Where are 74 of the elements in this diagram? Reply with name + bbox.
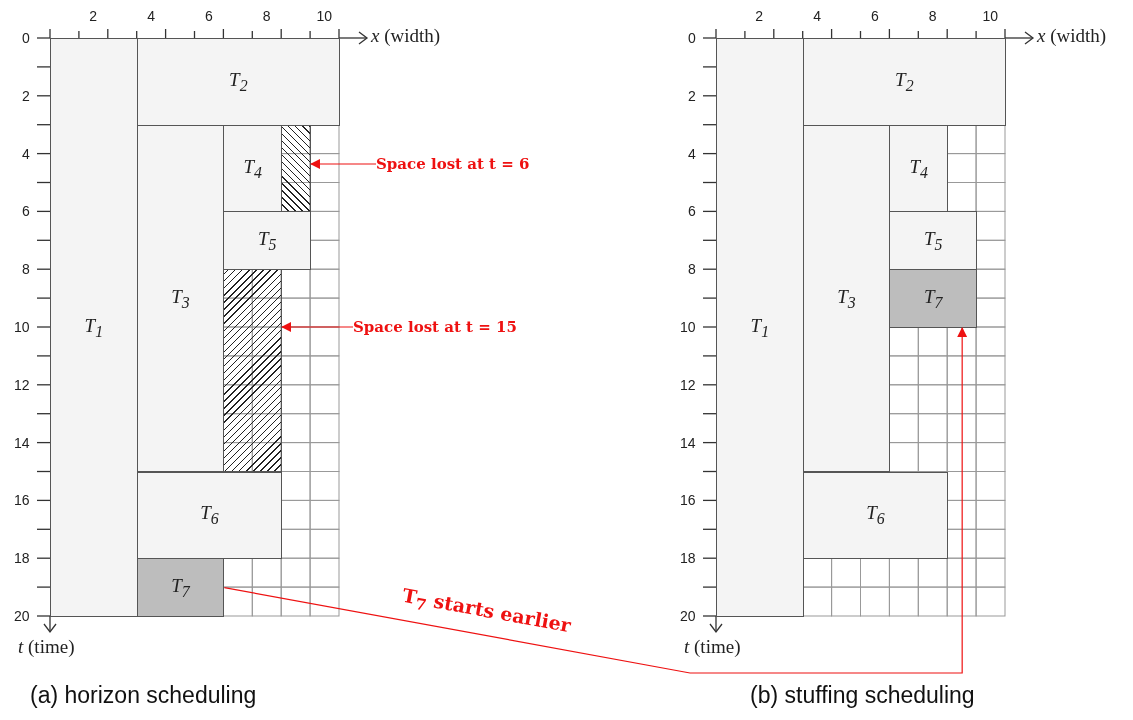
task-block: [50, 38, 138, 617]
tick-label: 6: [688, 203, 696, 220]
tick-label: 6: [22, 203, 30, 220]
task-label: T$_{1}$: [750, 314, 770, 341]
arrow: [281, 322, 354, 332]
panel-caption: (a) horizon scheduling: [30, 682, 257, 709]
shaded-task-block: [136, 558, 225, 617]
arrow: [223, 327, 968, 674]
tick-label: 12: [680, 376, 696, 393]
tick-label: 10: [14, 319, 30, 335]
tick-label: 8: [928, 8, 937, 24]
task-label: T$_{6}$: [866, 502, 885, 529]
task-label: T$_{5}$: [924, 227, 943, 254]
task-label: T$_{2}$: [895, 68, 914, 95]
hatched-area: [281, 124, 312, 213]
task-block: [802, 124, 891, 473]
panel-caption: (b) stuffing scheduling: [750, 682, 975, 709]
task-label: T$_{3}$: [837, 285, 856, 312]
task-block: [136, 124, 225, 473]
task-label: T$_{4}$: [243, 155, 263, 182]
tick-label: 6: [870, 8, 879, 24]
tick-label: 0: [688, 30, 696, 46]
tick-label: 4: [688, 145, 696, 162]
task-block: [136, 38, 340, 126]
task-block: [802, 471, 949, 560]
tick-label: 2: [22, 87, 30, 104]
tick-label: 6: [204, 8, 213, 24]
task-label: T$_{1}$: [84, 314, 104, 341]
tick-label: 12: [14, 376, 30, 393]
tick-label: 16: [680, 492, 696, 509]
annotation-text: Space lost at t = 6: [376, 155, 530, 173]
tick-label: 16: [14, 492, 30, 509]
tick-label: 18: [680, 550, 696, 567]
tick-label: 0: [22, 30, 30, 46]
task-label: T$_{6}$: [200, 502, 219, 529]
task-label: T$_{2}$: [229, 68, 248, 95]
task-block: [802, 38, 1006, 126]
task-label: T$_{4}$: [909, 155, 929, 182]
task-block: [223, 124, 283, 213]
tick-label: 10: [316, 8, 333, 24]
tick-label: 2: [755, 8, 764, 24]
task-label: T$_{7}$: [924, 285, 943, 312]
tick-label: 8: [688, 261, 696, 278]
tick-label: 2: [89, 8, 98, 24]
axis-label: x (width): [1037, 25, 1107, 47]
annotation-text: Space lost at t = 15: [353, 318, 517, 336]
task-block: [716, 38, 804, 617]
edge-label: T$_{7}$ starts earlier: [399, 583, 573, 639]
task-block: [889, 211, 978, 271]
tick-label: 4: [813, 8, 821, 24]
task-label: T$_{5}$: [258, 227, 277, 254]
tick-label: 10: [680, 319, 696, 335]
tick-label: 8: [262, 8, 271, 24]
task-label: T$_{3}$: [171, 285, 190, 312]
task-label: T$_{7}$: [171, 574, 190, 601]
task-block: [889, 124, 949, 213]
tick-label: 10: [982, 8, 999, 24]
axis-label: x (width): [371, 25, 441, 47]
tick-label: 2: [688, 87, 696, 104]
tick-label: 18: [14, 550, 30, 567]
hatched-area: [223, 269, 283, 473]
axis-label: t (time): [684, 636, 741, 658]
tick-label: 4: [147, 8, 155, 24]
task-block: [223, 211, 312, 271]
tick-label: 20: [680, 608, 696, 624]
tick-label: 8: [22, 261, 30, 278]
tick-label: 4: [22, 145, 30, 162]
task-block: [136, 471, 283, 560]
axis-label: t (time): [18, 636, 75, 658]
arrow: [310, 159, 377, 169]
tick-label: 14: [680, 434, 696, 451]
tick-label: 20: [14, 608, 30, 624]
tick-label: 14: [14, 434, 30, 451]
shaded-task-block: [889, 269, 978, 328]
